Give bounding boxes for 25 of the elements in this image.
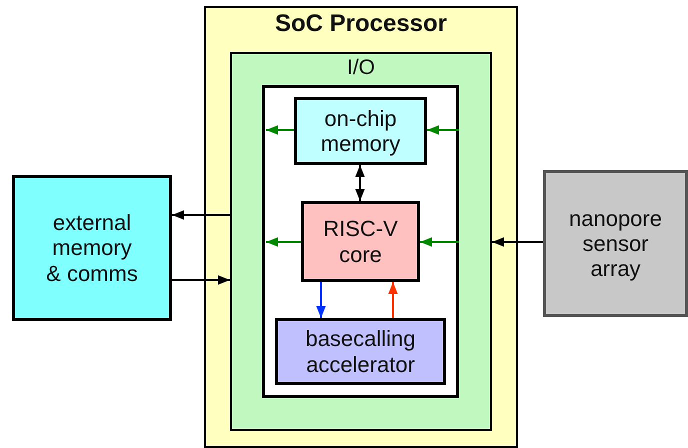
region-title: SoC Processor (274, 10, 448, 38)
io-region (230, 52, 492, 431)
node-label: on-chip memory (320, 106, 402, 156)
process-box (12, 175, 172, 321)
arrow (420, 237, 459, 247)
arrow (492, 237, 543, 247)
arrow (388, 282, 398, 318)
arrow (316, 282, 326, 318)
arrow (427, 125, 459, 135)
arrow (172, 210, 230, 220)
node-label: RISC-V core (322, 216, 399, 267)
process-box (275, 318, 446, 385)
arrow (266, 237, 301, 247)
arrow (355, 165, 365, 201)
arrow (172, 275, 230, 285)
process-box (543, 170, 688, 317)
region-title: I/O (346, 56, 376, 80)
arrow (266, 125, 294, 135)
soc-container (204, 6, 518, 448)
node-label: external memory & comms (45, 210, 139, 286)
process-box (294, 97, 427, 165)
process-box (301, 201, 420, 282)
node-label: basecalling accelerator (304, 326, 417, 377)
core-region-box (262, 85, 459, 398)
node-label: nanopore sensor array (568, 206, 663, 282)
